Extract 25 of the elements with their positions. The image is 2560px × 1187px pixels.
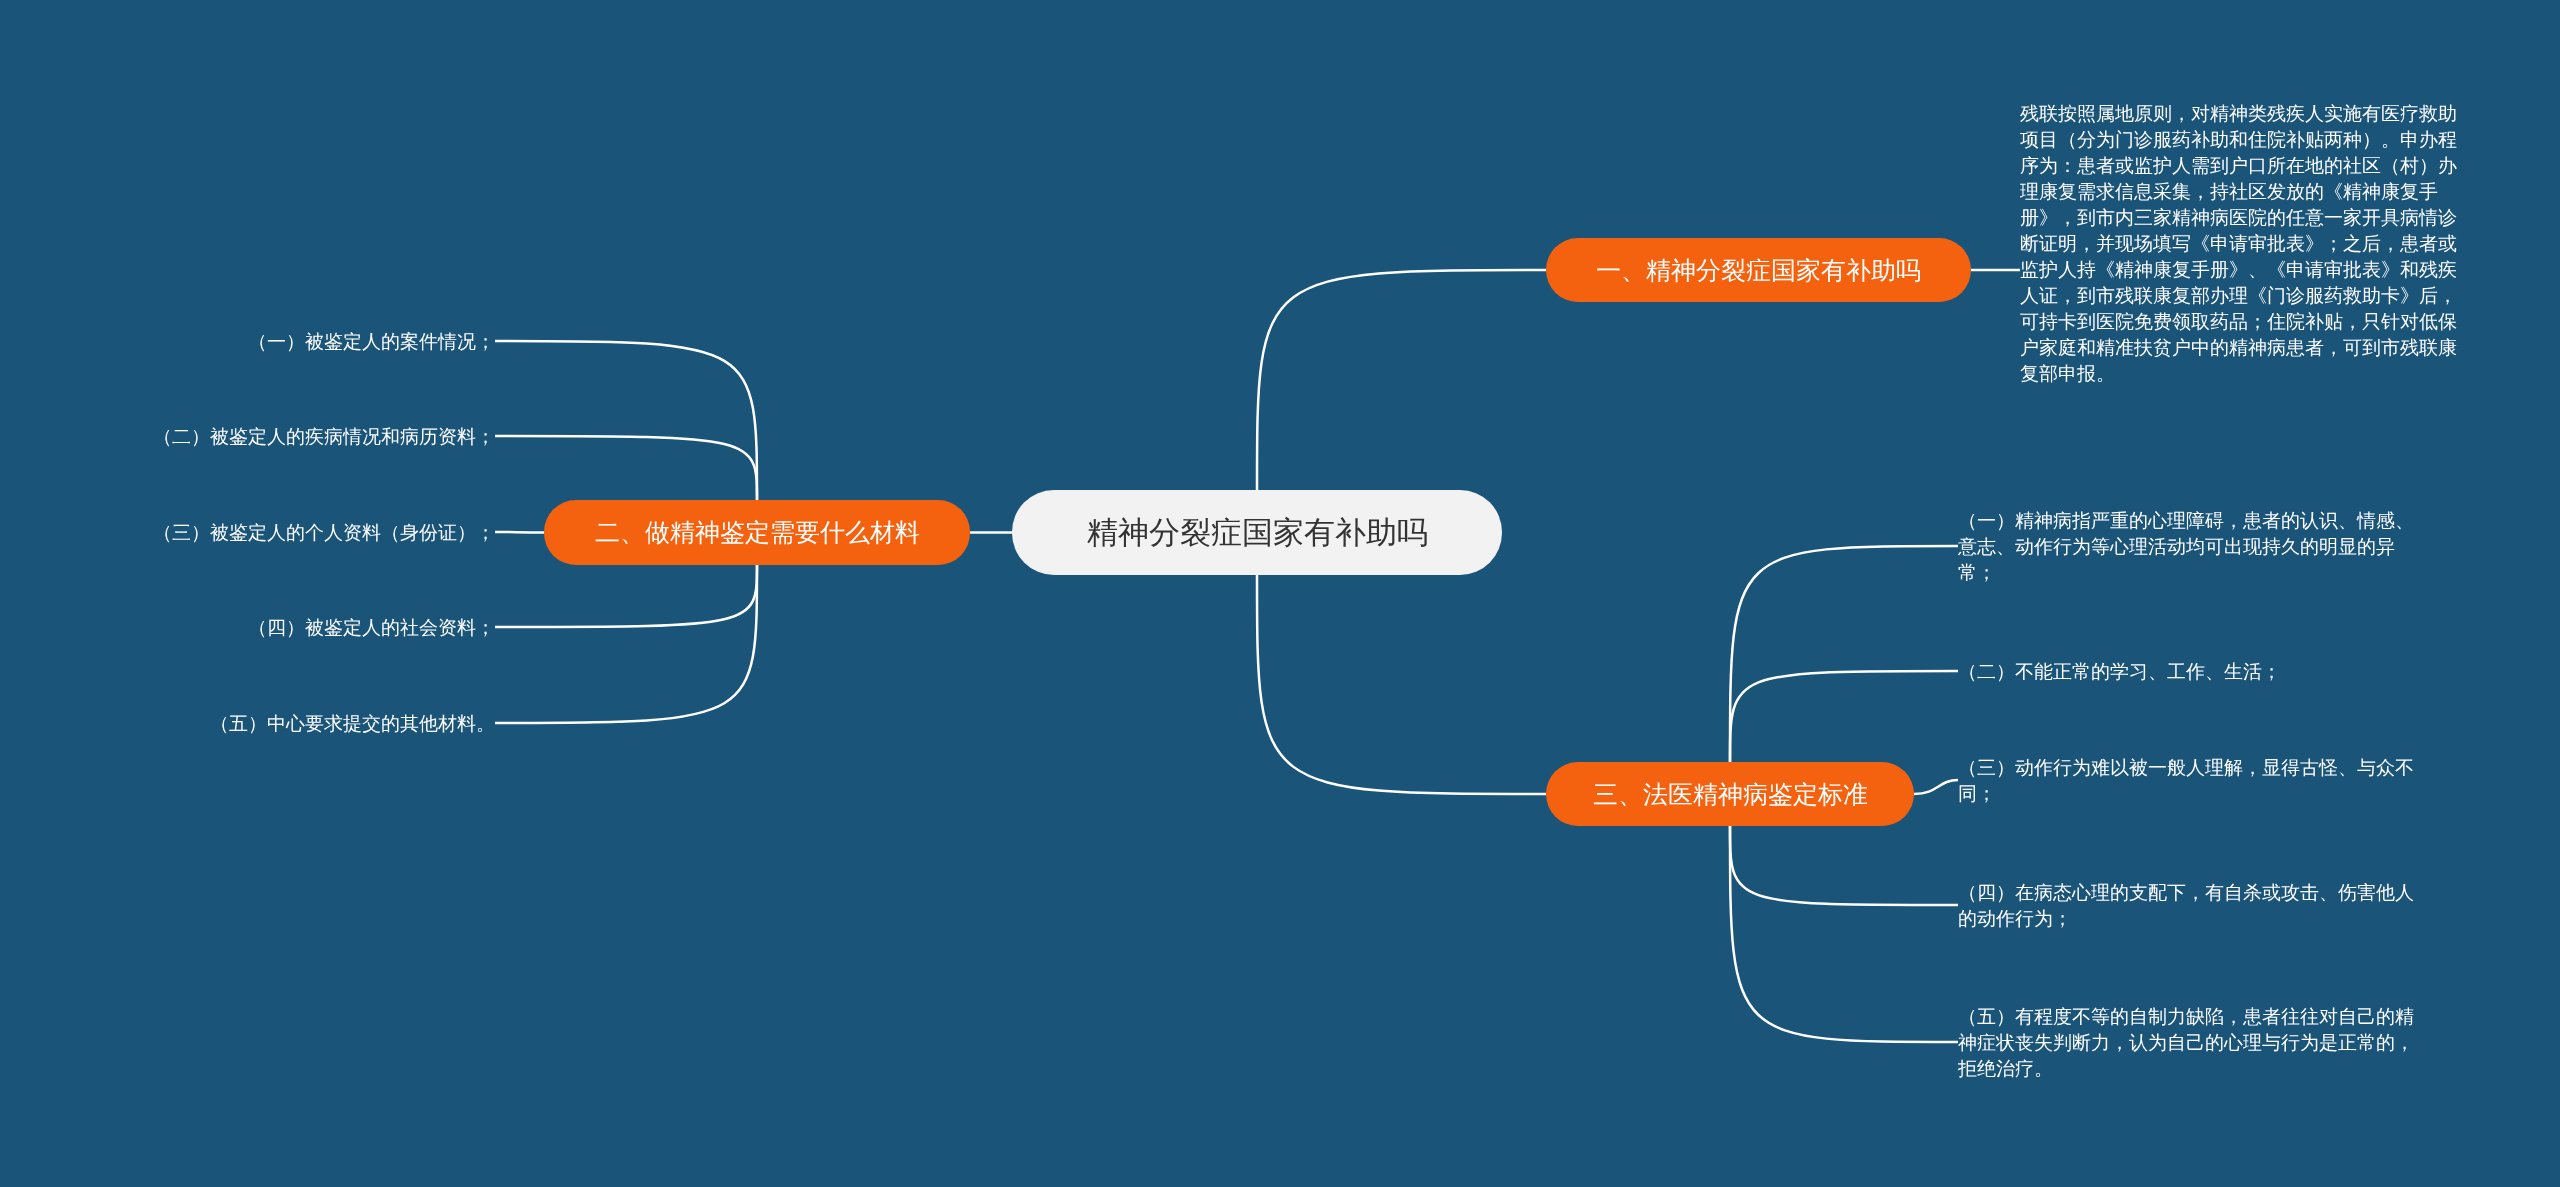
connector-line	[1971, 268, 2020, 272]
connector-line	[1728, 826, 1958, 1044]
central-topic: 精神分裂症国家有补助吗	[1012, 490, 1502, 575]
branch-topic: 二、做精神鉴定需要什么材料	[544, 500, 970, 565]
list-item: （五）中心要求提交的其他材料。	[100, 710, 495, 736]
connector-line	[1255, 575, 1546, 796]
list-item: （二）被鉴定人的疾病情况和病历资料；	[60, 423, 495, 449]
connector-line	[1728, 669, 1958, 762]
list-item: （四）在病态心理的支配下，有自杀或攻击、伤害他人的动作行为；	[1958, 879, 2428, 931]
branch-topic: 一、精神分裂症国家有补助吗	[1546, 238, 1971, 302]
branch-topic: 三、法医精神病鉴定标准	[1546, 762, 1914, 826]
connector-line	[1913, 778, 1959, 796]
list-item: （三）被鉴定人的个人资料（身份证）；	[60, 519, 495, 545]
list-item: （一）精神病指严重的心理障碍，患者的认识、情感、意志、动作行为等心理活动均可出现持久的明显的异常；	[1958, 507, 2428, 585]
list-item: （三）动作行为难以被一般人理解，显得古怪、与众不同；	[1958, 754, 2428, 806]
detail-text: 残联按照属地原则，对精神类残疾人实施有医疗救助项目（分为门诊服药补助和住院补贴两种）。申办程序为：患者或监护人需到户口所在地的社区（村）办理康复需求信息采集，持社区发放的《精神康复手册》，到市内三家精神病医院的任意一家开具病情诊断证明，并现场填写《申请审批表》；之后，患者或监护人持《精神康复手册》、《申请审批表》和残疾人证，到市残联康复部办理《门诊服药救助卡》后，可持卡到医院免费领取药品；住院补贴，只针对低保户家庭和精准扶贫户中的精神病患者，可到市残联康复部申报。	[2020, 100, 2475, 440]
connector-line	[495, 565, 759, 725]
list-item: （一）被鉴定人的案件情况；	[100, 328, 495, 354]
connector-line	[970, 531, 1012, 534]
connector-line	[495, 434, 759, 500]
connector-line	[1255, 268, 1546, 490]
connector-line	[495, 530, 544, 534]
list-item: （二）不能正常的学习、工作、生活；	[1958, 658, 2428, 684]
list-item: （五）有程度不等的自制力缺陷，患者往往对自己的精神症状丧失判断力，认为自己的心理与行为是正常的，拒绝治疗。	[1958, 1003, 2428, 1081]
list-item: （四）被鉴定人的社会资料；	[100, 614, 495, 640]
